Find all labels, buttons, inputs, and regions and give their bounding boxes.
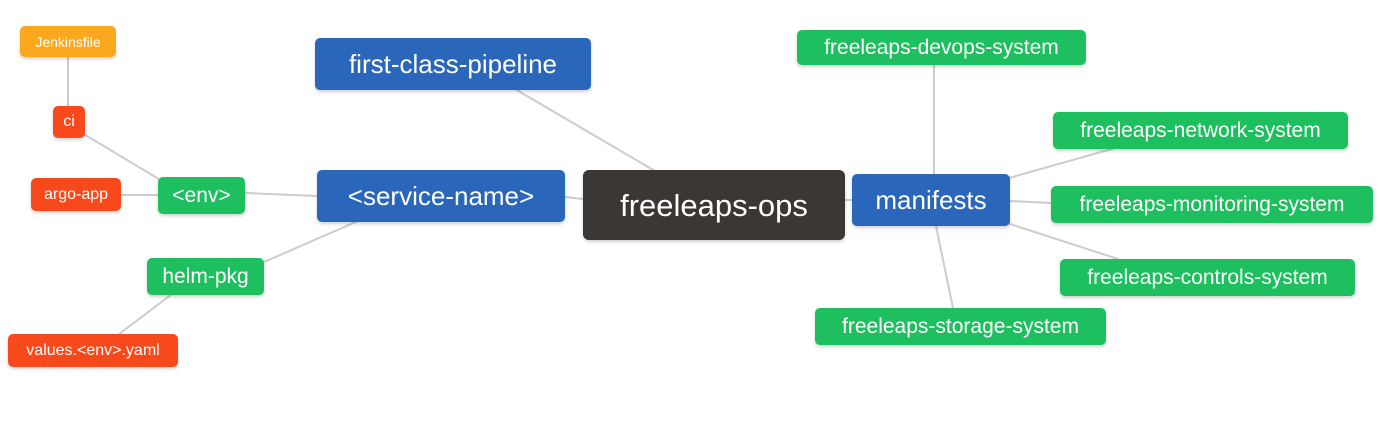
edge-helm-pkg-values-yaml (117, 293, 173, 336)
edge-manifests-storage-system (935, 225, 954, 309)
edge-service-name-root (564, 196, 584, 200)
edge-manifests-controls-system (1006, 222, 1119, 260)
edge-first-class-pipeline-root (514, 88, 656, 172)
node-service-name[interactable]: <service-name> (317, 170, 565, 222)
node-ci[interactable]: ci (53, 106, 85, 138)
node-freeleaps-network-system[interactable]: freeleaps-network-system (1053, 112, 1348, 149)
node-argo-app[interactable]: argo-app (31, 178, 121, 211)
node-jenkinsfile[interactable]: Jenkinsfile (20, 26, 116, 57)
node-freeleaps-ops-root[interactable]: freeleaps-ops (583, 170, 845, 240)
node-freeleaps-controls-system[interactable]: freeleaps-controls-system (1060, 259, 1355, 296)
node-env[interactable]: <env> (158, 177, 245, 214)
node-first-class-pipeline[interactable]: first-class-pipeline (315, 38, 591, 90)
node-freeleaps-monitoring-system[interactable]: freeleaps-monitoring-system (1051, 186, 1373, 223)
edge-ci-env (81, 132, 163, 182)
node-freeleaps-devops-system[interactable]: freeleaps-devops-system (797, 30, 1086, 65)
node-manifests[interactable]: manifests (852, 174, 1010, 226)
node-helm-pkg[interactable]: helm-pkg (147, 258, 264, 295)
node-freeleaps-storage-system[interactable]: freeleaps-storage-system (815, 308, 1106, 345)
edge-manifests-monitoring-system (1009, 200, 1052, 204)
edge-manifests-network-system (1008, 147, 1116, 179)
node-values-env-yaml[interactable]: values.<env>.yaml (8, 334, 178, 367)
edge-env-service-name (244, 192, 318, 197)
edge-service-name-helm-pkg (263, 220, 359, 263)
